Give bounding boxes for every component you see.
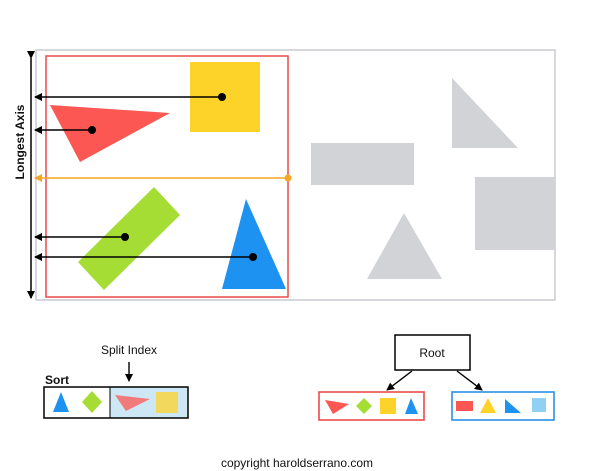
sort-item-red-triangle [115, 395, 150, 411]
sort-array-box [43, 386, 189, 419]
sort-label: Sort [45, 373, 69, 387]
edge-right-child [456, 370, 483, 391]
gray-square-right [475, 177, 555, 250]
gray-triangle-bottom [367, 213, 442, 279]
centroid-blue [249, 253, 257, 261]
centroid-red [88, 126, 96, 134]
sort-item-blue-triangle [53, 392, 69, 412]
root-label: Root [419, 346, 445, 360]
right-child-node [451, 391, 555, 421]
blue-triangle [222, 199, 286, 289]
green-rectangle [78, 187, 180, 290]
centroid-green [121, 233, 129, 241]
left-child-green-diamond [356, 398, 372, 414]
left-child-node [318, 391, 425, 421]
left-child-blue-triangle [405, 398, 418, 414]
split-index-label: Split Index [101, 343, 157, 357]
sort-item-yellow-square [156, 392, 178, 413]
longest-axis-label: Longest Axis [13, 104, 27, 179]
right-child-blue-triangle [505, 399, 521, 413]
edge-left-child [386, 370, 413, 391]
left-child-red-triangle [325, 400, 349, 414]
gray-triangle-top [452, 78, 518, 148]
right-child-red-rectangle [456, 401, 473, 411]
sort-item-green-diamond [82, 391, 102, 413]
right-child-yellow-triangle [480, 398, 496, 413]
copyright-text: copyright haroldserrano.com [221, 456, 373, 470]
split-point [284, 174, 292, 182]
root-node [394, 334, 471, 371]
red-triangle [50, 105, 170, 162]
gray-rectangle-left [311, 143, 414, 185]
left-child-yellow-square [380, 398, 396, 414]
right-child-blue-square [532, 398, 546, 412]
centroid-yellow [218, 93, 226, 101]
